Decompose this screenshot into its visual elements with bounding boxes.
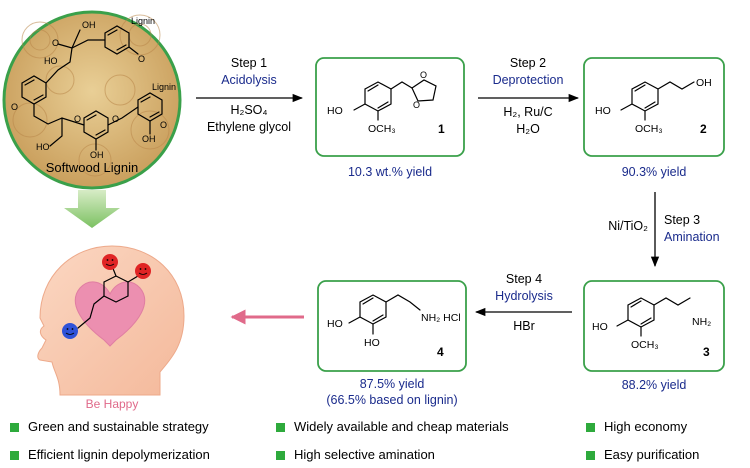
bullet-square [276,451,285,460]
lignin-ho-1: HO [44,56,58,66]
step3-title: Step 3 [664,213,700,227]
happy-head: Be Happy [37,245,185,411]
compound-3: HO OCH₃ NH₂ 3 88.2% yield [583,280,725,392]
c3-och3: OCH₃ [631,339,659,351]
c4-number: 4 [437,345,444,359]
c2-ho: HO [595,105,611,117]
c4-yield-2: (66.5% based on lignin) [326,393,457,407]
be-happy-caption: Be Happy [86,397,139,411]
c1-ho: HO [327,105,343,117]
compound-2: HO OCH₃ OH 2 90.3% yield [583,57,725,179]
c4-ho-1: HO [327,318,343,330]
c1-o-top: O [420,70,427,80]
bullet-square [10,423,19,432]
lignin-label: Softwood Lignin [46,160,139,175]
step1-name: Acidolysis [221,73,277,87]
c4-nh2hcl: NH₂ HCl [421,312,461,324]
lignin-ho-2: HO [36,142,50,152]
c3-nh2: NH₂ [692,316,711,328]
step4-reagent-1: HBr [513,319,535,333]
c4-ho-2: HO [364,337,380,349]
bullet-square [10,451,19,460]
lignin-o-5: O [74,114,81,124]
c2-yield: 90.3% yield [622,165,687,179]
c2-number: 2 [700,122,707,136]
step2-title: Step 2 [510,56,546,70]
lignin-tag-top: Lignin [131,16,155,26]
c3-ho: HO [592,321,608,333]
step1-title: Step 1 [231,56,267,70]
lignin-o-4: O [52,38,59,48]
feature-item-5: High selective amination [294,447,435,462]
lignin-oh-3: OH [142,134,156,144]
lignin-circle: Lignin Lignin HO OH HO OH OH O O O O O O… [2,10,182,190]
bullet-square [276,423,285,432]
c1-yield: 10.3 wt.% yield [348,165,432,179]
c1-number: 1 [438,122,445,136]
step1-arrow: Step 1 Acidolysis H₂SO₄ Ethylene glycol [196,56,304,134]
step2-reagent-2: H₂O [516,122,540,136]
feature-item-4: Efficient lignin depolymerization [28,447,210,462]
step4-name: Hydrolysis [495,289,553,303]
step2-reagent-1: H₂, Ru/C [503,105,552,119]
step1-reagent-1: H₂SO₄ [230,103,267,117]
step3-reagent-1: Ni/TiO₂ [608,219,648,233]
lignin-o-2: O [11,102,18,112]
lignin-o-1: O [138,54,145,64]
c3-yield: 88.2% yield [622,378,687,392]
c1-o-bottom: O [413,100,420,110]
step4-arrow: Step 4 Hydrolysis HBr [474,272,572,333]
feature-item-1: Green and sustainable strategy [28,419,209,434]
step4-title: Step 4 [506,272,542,286]
step3-name: Amination [664,230,720,244]
c2-oh: OH [696,77,712,89]
feature-item-6: Easy purification [604,447,700,462]
c3-number: 3 [703,345,710,359]
c1-och3: OCH₃ [368,123,396,135]
c2-och3: OCH₃ [635,123,663,135]
bullet-square [586,423,595,432]
step2-name: Deprotection [493,73,564,87]
step2-arrow: Step 2 Deprotection H₂, Ru/C H₂O [478,56,580,136]
compound-1: HO OCH₃ O O 1 10.3 wt.% yield [315,57,465,179]
step3-arrow: Ni/TiO₂ Step 3 Amination [608,192,720,268]
c4-yield: 87.5% yield [360,377,425,391]
compound-4: HO HO NH₂ HCl 4 87.5% yield (66.5% based… [317,280,467,407]
lignin-tag-right: Lignin [152,82,176,92]
step1-reagent-2: Ethylene glycol [207,120,291,134]
feature-item-2: Widely available and cheap materials [294,419,509,434]
green-down-arrow [64,190,120,228]
lignin-oh-1: OH [82,20,96,30]
lignin-o-3: O [160,120,167,130]
lignin-oh-2: OH [90,150,104,160]
feature-item-3: High economy [604,419,688,434]
lignin-o-6: O [112,114,119,124]
bullet-square [586,451,595,460]
